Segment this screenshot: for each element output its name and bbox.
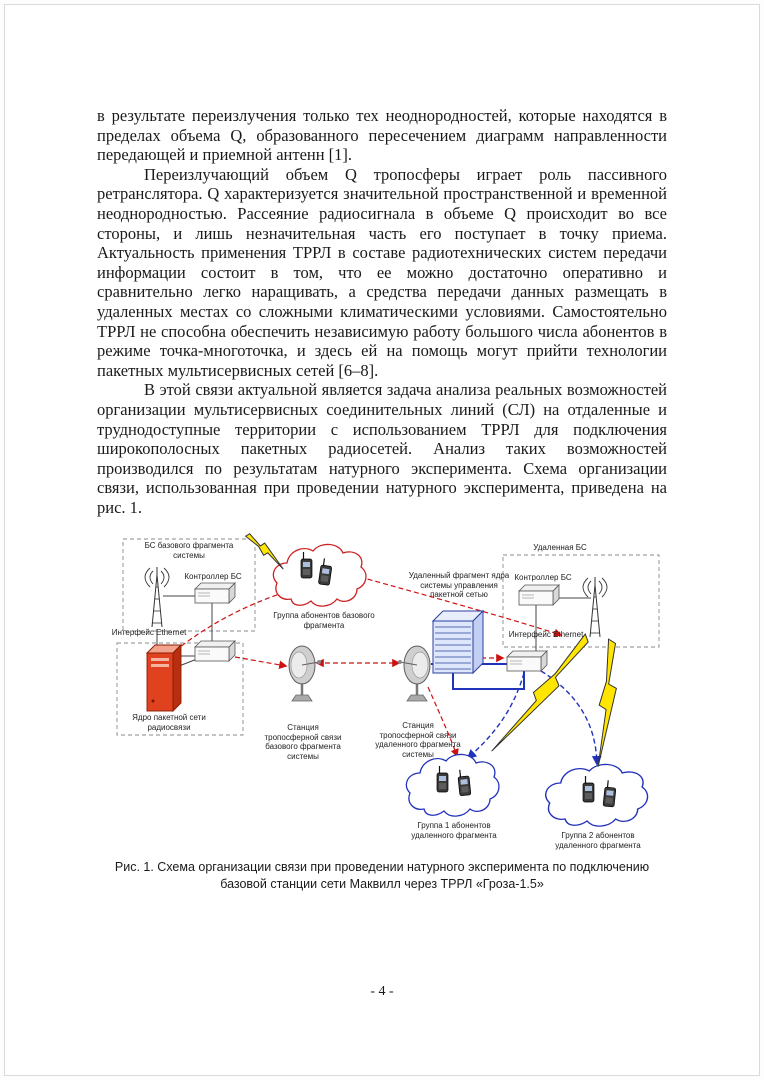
subscriber-cloud-1 (405, 754, 500, 818)
base-bs-group-box (122, 539, 256, 632)
core-group-box (116, 643, 244, 736)
antenna-icon-right (582, 576, 608, 638)
ethernet-switch-right (506, 651, 548, 672)
lightning-bolt-icon (594, 638, 621, 769)
label-group-1: Группа 1 абонентов удаленного фрагмента (411, 821, 497, 840)
label-controller-right: Контроллер БС (514, 573, 572, 583)
label-tropo-remote: Станция тропосферной связи удаленного фр… (375, 721, 461, 759)
label-controller-left: Контроллер БС (184, 572, 242, 582)
tropo-dish-left (287, 645, 323, 703)
label-ethernet-right: Интерфейс Ethernet (508, 630, 584, 640)
diagram-canvas (116, 531, 660, 828)
text-block: в результате переизлучения только тех не… (97, 106, 667, 892)
bs-controller-device-left (194, 583, 236, 604)
page-number: - 4 - (370, 984, 394, 999)
subscriber-cloud-2 (544, 764, 649, 828)
ethernet-switch-left (194, 641, 236, 662)
figure-caption: Рис. 1. Схема организации связи при пров… (114, 860, 650, 891)
paragraph: В этой связи актуальной является задача … (97, 380, 667, 517)
paragraph: в результате переизлучения только тех не… (97, 106, 667, 165)
core-server-icon (145, 644, 183, 713)
page-border (4, 4, 760, 1076)
black-link-lines (156, 595, 591, 669)
label-remote-bs: Удаленная БС (533, 543, 587, 553)
label-ethernet-left: Интерфейс Ethernet (111, 628, 187, 638)
bs-controller-device-right (518, 585, 560, 606)
label-group-base: Группа абонентов базового фрагмента (273, 611, 375, 630)
label-base-bs: БС базового фрагмента системы (144, 541, 234, 560)
tropo-dish-right (396, 645, 432, 703)
label-remote-core: Удаленный фрагмент ядра системы управлен… (408, 571, 510, 600)
lightning-bolt-icon (488, 630, 595, 761)
label-core: Ядро пакетной сети радиосвязи (132, 713, 206, 732)
red-link-lines (174, 576, 563, 758)
paragraph: Переизлучающий объем Q тропосферы играет… (97, 164, 667, 380)
figure-1-diagram: БС базового фрагмента системы Контроллер… (95, 525, 670, 855)
packet-core-server-icon (431, 610, 485, 675)
label-group-2: Группа 2 абонентов удаленного фрагмента (555, 831, 641, 850)
label-tropo-base: Станция тропосферной связи базового фраг… (264, 723, 342, 761)
antenna-icon-left (144, 566, 170, 628)
